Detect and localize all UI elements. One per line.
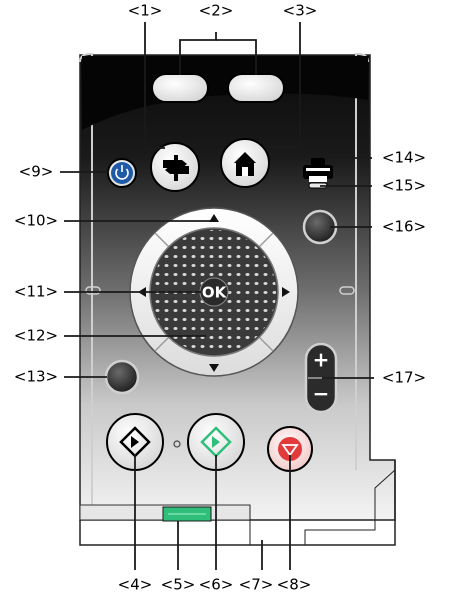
status-dot [173, 440, 181, 448]
callout-16: <16> [382, 218, 426, 236]
home-icon [234, 152, 256, 176]
minus-sign: − [313, 382, 330, 406]
callout-labels: <1> <2> <3> <9> <10> <11> <12> <13> <14>… [14, 2, 426, 594]
callout-11: <11> [14, 283, 58, 301]
stop-button[interactable] [267, 426, 313, 472]
callout-5: <5> [161, 576, 196, 594]
callout-6: <6> [199, 576, 234, 594]
stop-icon [278, 437, 302, 461]
callout-14: <14> [382, 149, 426, 167]
ok-button[interactable]: OK [199, 277, 229, 307]
up-arrow-icon[interactable] [209, 214, 219, 222]
right-arrow-icon[interactable] [282, 287, 290, 297]
callout-10: <10> [14, 212, 58, 230]
left-indicator [85, 286, 101, 295]
callout-12: <12> [14, 327, 58, 345]
power-icon [115, 165, 129, 180]
callout-7: <7> [239, 576, 274, 594]
home-button[interactable] [220, 138, 270, 188]
callout-1: <1> [128, 2, 163, 20]
ok-label: OK [202, 284, 228, 302]
left-function-button[interactable] [151, 73, 209, 103]
power-button[interactable] [107, 158, 137, 188]
callout-leaders [60, 22, 374, 570]
callout-15: <15> [382, 177, 426, 195]
signpost-icon [163, 155, 189, 181]
printer-icon [303, 158, 333, 182]
callout-17: <17> [382, 369, 426, 387]
plus-minus-button[interactable]: + − [304, 342, 338, 414]
down-arrow-icon[interactable] [209, 364, 219, 372]
right-function-button[interactable] [227, 73, 285, 103]
menu-button[interactable] [150, 142, 200, 192]
callout-9: <9> [19, 163, 54, 181]
callout-2: <2> [199, 2, 234, 20]
right-indicator [339, 286, 355, 295]
callout-13: <13> [14, 368, 58, 386]
callout-4: <4> [118, 576, 153, 594]
plus-sign: + [313, 348, 330, 372]
left-dark-button[interactable] [104, 359, 140, 395]
callout-3: <3> [283, 2, 318, 20]
callout-8: <8> [277, 576, 312, 594]
